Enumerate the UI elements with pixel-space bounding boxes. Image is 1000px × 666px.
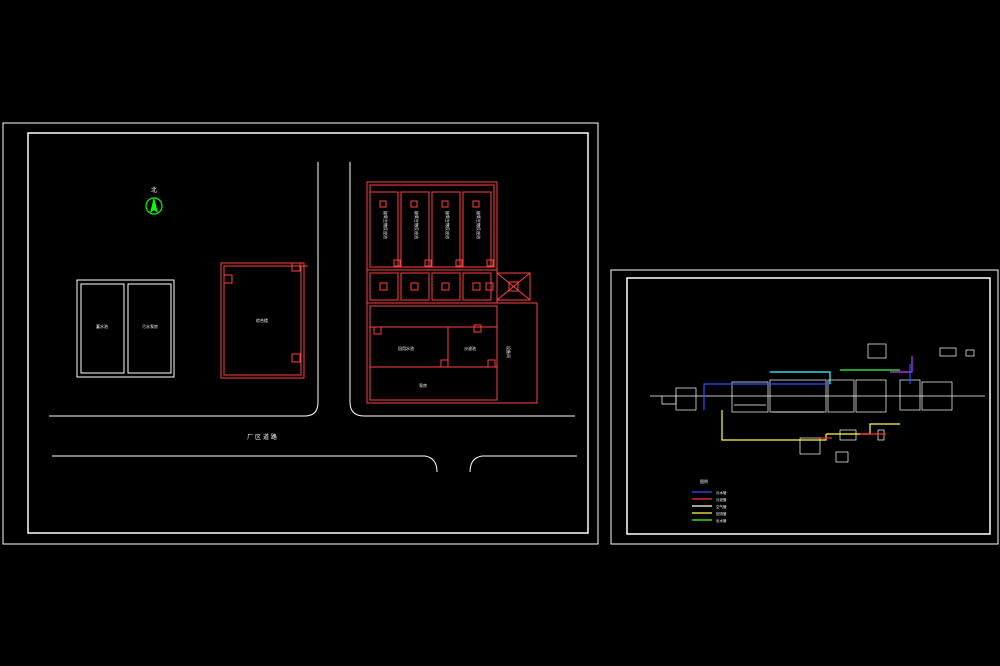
treatment-tank-labels: 缺氧生物反应池 缺氧生物反应池 缺氧生物反应池 缺氧生物反应池 回用水池 沙滤池… <box>383 211 512 388</box>
right-sheet: 图例 污水管 污泥管 空气管 回流管 出水管 <box>610 269 999 545</box>
legend-label-3: 空气管 <box>716 504 727 509</box>
process-flow-diagram <box>650 343 985 463</box>
process-pipelines <box>703 356 913 441</box>
legend-title: 图例 <box>700 478 708 484</box>
right-sheet-outer-frame <box>610 269 999 545</box>
room-label-bottom: 泵房 <box>419 382 427 388</box>
tank-label-2: 缺氧生物反应池 <box>414 211 420 239</box>
legend-label-5: 出水管 <box>716 518 727 523</box>
center-building <box>220 262 308 379</box>
legend-label-2: 污泥管 <box>716 497 727 502</box>
left-sheet: 北 厂 区 道 路 蓄水池 污水泵房 综合楼 <box>2 122 599 545</box>
left-building <box>76 279 175 378</box>
legend-label-4: 回流管 <box>716 511 727 516</box>
legend-label-1: 污水管 <box>716 490 727 495</box>
legend: 污水管 污泥管 空气管 回流管 出水管 <box>692 490 727 523</box>
tank-label-3: 缺氧生物反应池 <box>445 211 451 239</box>
room-label-center: 综合楼 <box>256 317 268 323</box>
treatment-complex <box>366 181 538 404</box>
north-arrow-icon <box>145 197 163 215</box>
room-label-a: 蓄水池 <box>96 323 108 329</box>
right-sheet-inner-frame <box>626 277 991 535</box>
room-label-b: 污水泵房 <box>142 323 158 329</box>
room-label-lower-right: 设备间 <box>506 346 512 358</box>
left-sheet-inner-frame <box>27 132 589 534</box>
room-label-lower-mid: 沙滤池 <box>464 345 476 351</box>
left-sheet-outer-frame <box>2 122 599 545</box>
road-lines <box>49 162 577 473</box>
tank-label-4: 缺氧生物反应池 <box>476 211 482 239</box>
tank-label-1: 缺氧生物反应池 <box>383 211 389 239</box>
road-label: 厂 区 道 路 <box>247 433 277 441</box>
north-label: 北 <box>151 186 157 194</box>
room-label-lower-left: 回用水池 <box>398 345 414 351</box>
